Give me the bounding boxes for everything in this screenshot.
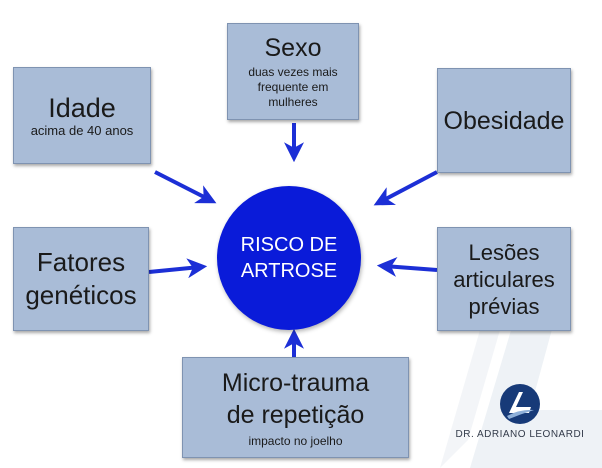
arrow-lesoes bbox=[376, 256, 438, 277]
center-risk-circle: RISCO DE ARTROSE bbox=[217, 186, 361, 330]
factor-title: Fatores genéticos bbox=[25, 247, 137, 310]
factor-box-fatores-geneticos: Fatores genéticos bbox=[13, 227, 149, 331]
brand-watermark: DR. ADRIANO LEONARDI bbox=[440, 383, 600, 465]
factor-title: Lesões articulares prévias bbox=[453, 239, 555, 319]
factor-box-obesidade: Obesidade bbox=[437, 68, 571, 173]
center-label: RISCO DE ARTROSE bbox=[240, 234, 338, 282]
arrow-fatores bbox=[148, 258, 208, 279]
factor-subtitle: duas vezes mais frequente em mulheres bbox=[248, 65, 338, 109]
factor-box-sexo: Sexo duas vezes mais frequente em mulher… bbox=[227, 23, 359, 120]
factor-subtitle: impacto no joelho bbox=[248, 433, 343, 448]
arrow-idade bbox=[154, 170, 217, 204]
arrow-obesidade bbox=[373, 170, 438, 206]
factor-title: Sexo bbox=[264, 34, 322, 62]
factor-subtitle: acima de 40 anos bbox=[30, 122, 134, 138]
leonardi-logo-icon bbox=[500, 384, 540, 424]
brand-name: DR. ADRIANO LEONARDI bbox=[455, 429, 585, 440]
factor-title: Micro-trauma de repetição bbox=[221, 368, 370, 429]
factor-box-idade: Idade acima de 40 anos bbox=[13, 67, 151, 164]
factor-box-micro-trauma: Micro-trauma de repetição impacto no joe… bbox=[182, 357, 409, 458]
factor-title: Obesidade bbox=[443, 106, 565, 135]
factor-box-lesoes: Lesões articulares prévias bbox=[437, 227, 571, 331]
factor-title: Idade bbox=[48, 92, 116, 123]
